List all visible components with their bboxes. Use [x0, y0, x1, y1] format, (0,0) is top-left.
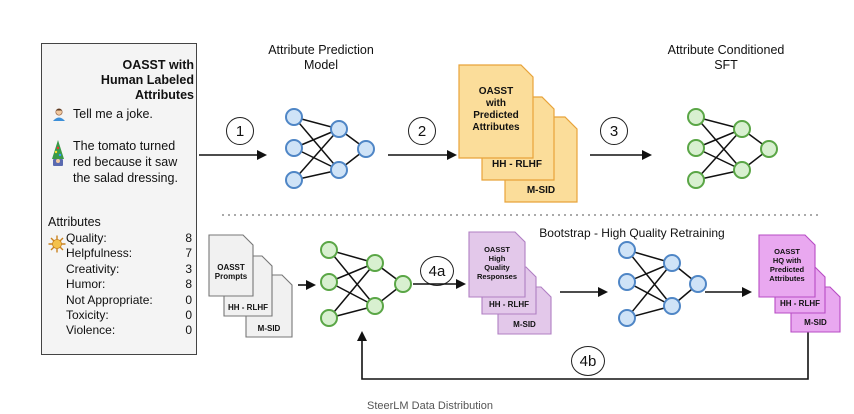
- network-node: [366, 254, 384, 272]
- network-node: [760, 140, 778, 158]
- panel-title: OASST with Human Labeled Attributes: [100, 58, 194, 102]
- hq-predicted-doc-text: OASST HQ with Predicted Attributes: [769, 247, 805, 283]
- oasst-prompts-doc: [208, 234, 254, 297]
- attribute-name: Quality:: [66, 231, 107, 245]
- hh-rlhf-label: HH - RLHF: [780, 299, 820, 308]
- attributes-list: Quality: 8 Helpfulness: 7 Creativity: 3 …: [66, 231, 192, 339]
- network-node: [330, 161, 348, 179]
- attribute-name: Violence:: [66, 323, 116, 338]
- attribute-name: Not Appropriate:: [66, 292, 153, 307]
- attribute-row: Creativity: 3: [66, 262, 192, 277]
- attribute-conditioned-label: Attribute Conditioned SFT: [667, 43, 785, 72]
- step-1-badge: 1: [226, 117, 254, 145]
- attribute-value: 0: [185, 323, 192, 338]
- hq-responses-doc-stack: [468, 231, 552, 335]
- attribute-name: Humor:: [66, 277, 106, 292]
- network-node: [733, 120, 751, 138]
- network-node: [689, 275, 707, 293]
- sun-icon: [48, 235, 66, 253]
- attributes-heading: Attributes: [48, 215, 101, 229]
- oasst-predicted-doc: [458, 64, 534, 159]
- network-node: [320, 309, 338, 327]
- msid-label: M-SID: [804, 318, 827, 327]
- network-node: [320, 273, 338, 291]
- predicted-attributes-doc-stack: [458, 64, 578, 203]
- step-4b-badge: 4b: [571, 346, 605, 376]
- oasst-hq-predicted-doc: [758, 234, 816, 298]
- attribute-value: 0: [185, 308, 192, 323]
- network-node: [285, 171, 303, 189]
- user-avatar-icon: [53, 108, 65, 121]
- step-4a-badge: 4a: [420, 256, 454, 286]
- prompts-doc-stack: [208, 234, 293, 338]
- attribute-row: Not Appropriate: 0: [66, 293, 192, 308]
- prompts-doc-text: OASST Prompts: [214, 263, 248, 281]
- network-node: [687, 139, 705, 157]
- assistant-avatar-icon: [52, 140, 64, 166]
- hq-responses-doc-text: OASST High Quality Responses: [476, 245, 518, 281]
- network-node: [330, 120, 348, 138]
- predicted-doc-text: OASST with Predicted Attributes: [472, 86, 520, 133]
- attribute-prediction-network: [285, 108, 375, 189]
- arrow-step-4b-loop: [357, 330, 809, 380]
- attribute-value: 0: [185, 292, 192, 307]
- attribute-value: 8: [185, 231, 192, 245]
- attribute-value: 7: [185, 246, 192, 261]
- network-node: [687, 108, 705, 126]
- network-node: [687, 171, 705, 189]
- hh-rlhf-label: HH - RLHF: [489, 300, 529, 309]
- attribute-name: Helpfulness:: [66, 246, 133, 261]
- msid-label: M-SID: [526, 185, 556, 196]
- network-node: [366, 297, 384, 315]
- hh-rlhf-label: HH - RLHF: [492, 159, 542, 170]
- attribute-name: Creativity:: [66, 261, 120, 276]
- step-3-badge: 3: [600, 117, 628, 145]
- network-node: [618, 241, 636, 259]
- attribute-conditioned-sft-network: [687, 108, 778, 189]
- network-node: [357, 140, 375, 158]
- attributes-panel: OASST with Human Labeled Attributes Tell…: [41, 43, 197, 355]
- bootstrap-prediction-network: [618, 241, 707, 327]
- attribute-row: Toxicity: 0: [66, 308, 192, 323]
- oasst-hq-responses-doc: [468, 231, 526, 298]
- network-node: [663, 254, 681, 272]
- user-message: Tell me a joke.: [73, 107, 153, 121]
- network-node: [618, 309, 636, 327]
- network-node: [285, 139, 303, 157]
- attribute-row: Helpfulness: 7: [66, 246, 192, 261]
- attribute-prediction-label: Attribute Prediction Model: [268, 43, 374, 72]
- attribute-row: Quality: 8: [66, 231, 192, 246]
- attribute-value: 3: [185, 261, 192, 276]
- network-node: [618, 273, 636, 291]
- attribute-name: Toxicity:: [66, 308, 109, 323]
- network-node: [320, 241, 338, 259]
- steerlm-network: [320, 241, 412, 327]
- hh-rlhf-label: HH - RLHF: [228, 303, 268, 312]
- network-node: [663, 297, 681, 315]
- step-2-badge: 2: [408, 117, 436, 145]
- msid-label: M-SID: [513, 320, 536, 329]
- attribute-row: Violence: 0: [66, 323, 192, 338]
- network-node: [394, 275, 412, 293]
- assistant-message: The tomato turned red because it saw the…: [73, 139, 178, 185]
- bootstrap-label: Bootstrap - High Quality Retraining: [539, 226, 725, 240]
- network-node: [285, 108, 303, 126]
- hq-predicted-attributes-doc-stack: [758, 234, 841, 333]
- attribute-value: 8: [185, 277, 192, 292]
- msid-label: M-SID: [257, 324, 281, 333]
- attribute-row: Humor: 8: [66, 277, 192, 292]
- network-node: [733, 161, 751, 179]
